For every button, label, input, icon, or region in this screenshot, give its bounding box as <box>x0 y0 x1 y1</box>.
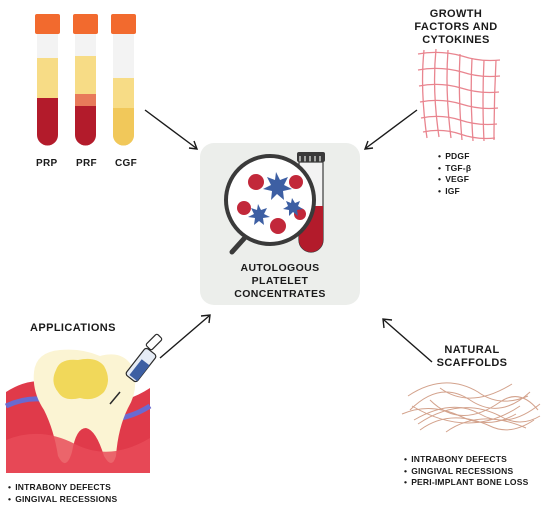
list-item: PDGF <box>438 151 471 163</box>
arrow-icon <box>144 109 199 150</box>
mesh-icon <box>417 48 501 142</box>
growth-factors-list: PDGF TGF-β VEGF IGF <box>438 151 471 197</box>
list-item: INTRABONY DEFECTS <box>8 482 117 494</box>
test-tube-icon <box>35 14 60 146</box>
list-item: INTRABONY DEFECTS <box>404 454 528 466</box>
syringe-icon <box>109 333 163 405</box>
applications-list: INTRABONY DEFECTS GINGIVAL RECESSIONS <box>8 482 117 505</box>
tube-label-prp: PRP <box>36 158 58 169</box>
scaffolds-list: INTRABONY DEFECTS GINGIVAL RECESSIONS PE… <box>404 454 528 489</box>
growth-factors-title: GROWTH FACTORS AND CYTOKINES <box>414 8 498 46</box>
list-item: GINGIVAL RECESSIONS <box>8 494 117 506</box>
fiber-icon <box>401 382 541 433</box>
list-item: PERI-IMPLANT BONE LOSS <box>404 477 528 489</box>
scaffolds-title: NATURAL SCAFFOLDS <box>436 344 508 369</box>
tube-label-prf: PRF <box>76 158 97 169</box>
center-title: AUTOLOGOUS PLATELET CONCENTRATES <box>234 262 326 300</box>
list-item: IGF <box>438 186 471 198</box>
arrow-icon <box>159 314 211 359</box>
magnifier-icon <box>224 152 325 255</box>
test-tube-icon <box>111 14 136 146</box>
test-tube-icon <box>73 14 98 146</box>
list-item: TGF-β <box>438 163 471 175</box>
tooth-icon <box>4 349 152 473</box>
list-item: GINGIVAL RECESSIONS <box>404 466 528 478</box>
applications-title: APPLICATIONS <box>30 322 116 334</box>
arrow-icon <box>363 109 418 150</box>
tube-label-cgf: CGF <box>115 158 138 169</box>
list-item: VEGF <box>438 174 471 186</box>
arrow-icon <box>382 318 433 363</box>
